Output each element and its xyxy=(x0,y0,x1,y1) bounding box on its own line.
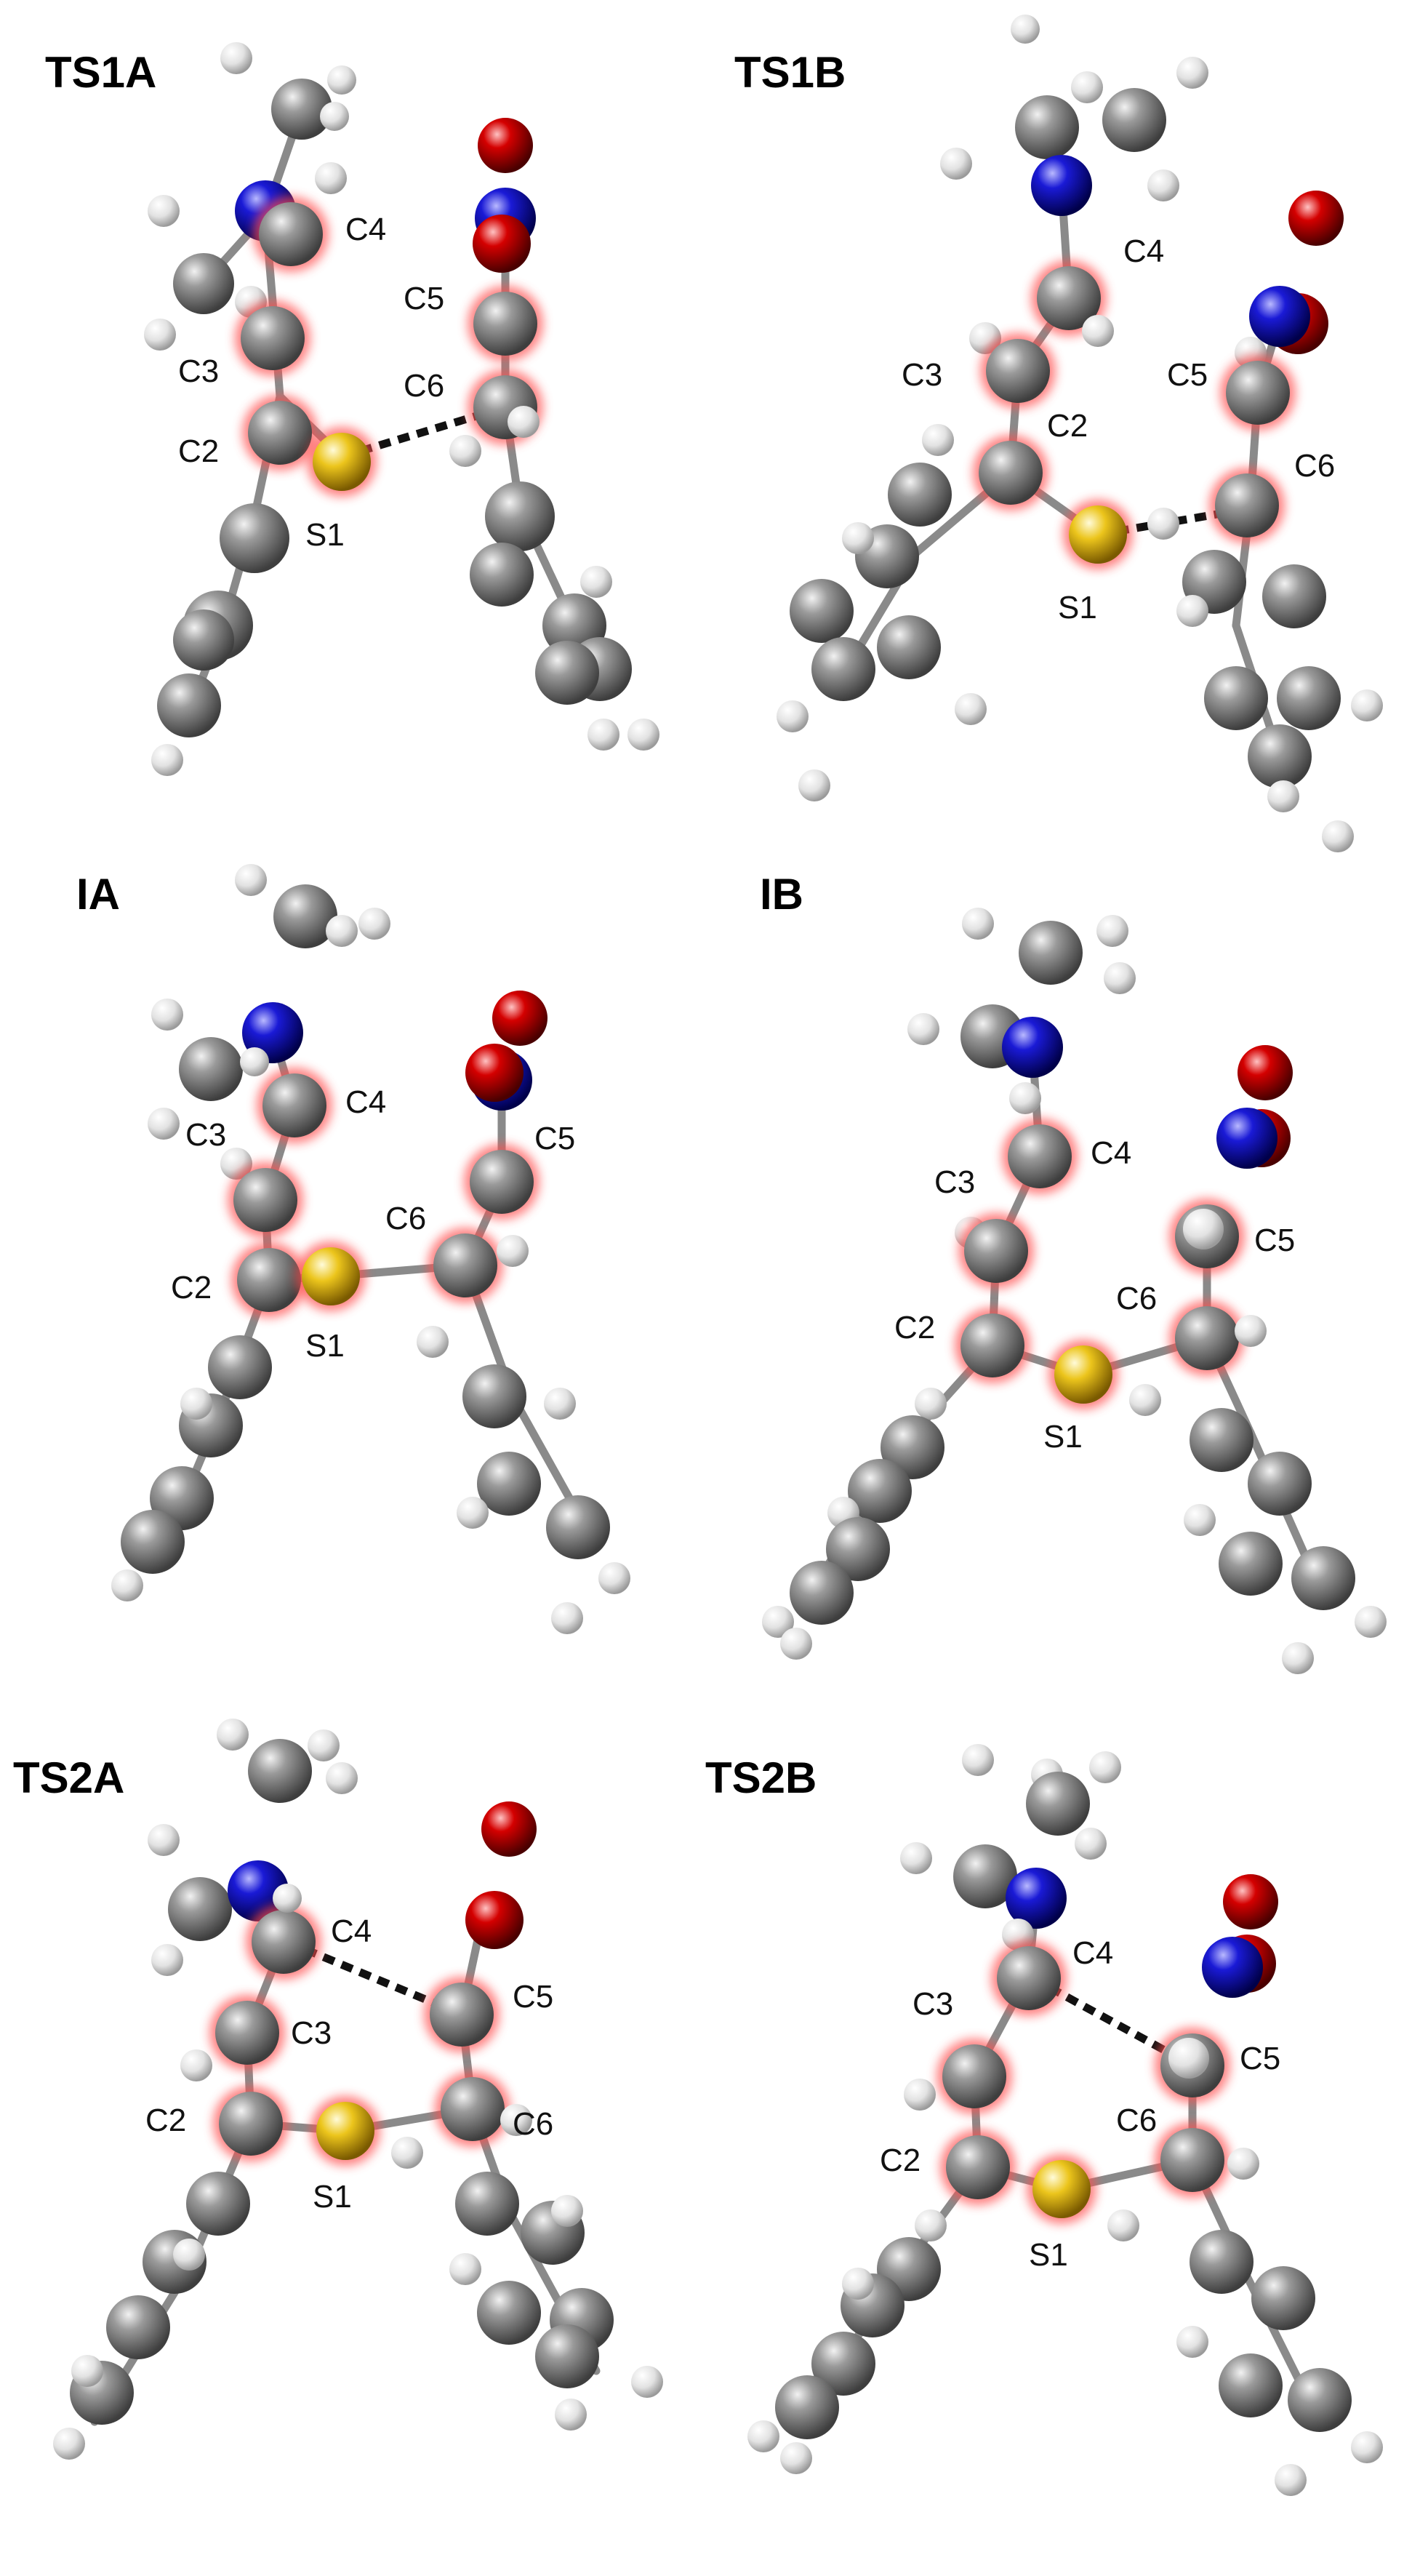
atom-label: C6 xyxy=(513,2106,553,2142)
atom-c4 xyxy=(259,202,323,266)
atom-c5 xyxy=(430,1983,494,2047)
atom-c3 xyxy=(233,1168,297,1232)
atom-label: C4 xyxy=(1091,1135,1131,1171)
atom-c3 xyxy=(241,306,305,370)
panel-title: TS2A xyxy=(13,1753,124,1802)
atom-label: C2 xyxy=(178,433,219,469)
atom-c3 xyxy=(942,2044,1006,2108)
atom-label: C4 xyxy=(345,1084,386,1120)
atom-c2 xyxy=(248,401,312,465)
atom-label: C2 xyxy=(894,1310,935,1345)
atom-label: C3 xyxy=(178,353,219,389)
atom-label: C5 xyxy=(404,281,444,316)
atom-c5 xyxy=(470,1150,534,1214)
atom-label: C6 xyxy=(385,1201,426,1236)
atom-c4 xyxy=(1008,1124,1072,1188)
atom-label: C4 xyxy=(345,212,386,247)
atoms xyxy=(747,1744,1383,2496)
atom-c6 xyxy=(1160,2128,1224,2192)
atom-label: C6 xyxy=(404,368,444,404)
panel-title: IB xyxy=(760,870,803,919)
atom-c4 xyxy=(997,1946,1061,2010)
panel-title: TS2B xyxy=(705,1753,817,1802)
atom-label: C4 xyxy=(331,1913,372,1949)
atom-s1 xyxy=(1054,1345,1112,1404)
atoms xyxy=(762,908,1387,1674)
atom-c2 xyxy=(979,441,1043,505)
atom-label: S1 xyxy=(1029,2237,1068,2273)
panel-ia: IA xyxy=(76,864,630,1634)
atom-label: C2 xyxy=(171,1270,212,1305)
panel-ts2a: TS2A xyxy=(13,1719,663,2460)
atoms xyxy=(144,42,659,776)
panel-title: IA xyxy=(76,870,120,919)
atom-label: C4 xyxy=(1072,1935,1113,1971)
panel-ts1b: TS1B xyxy=(734,15,1383,852)
atom-c2 xyxy=(237,1248,301,1312)
atom-label: C3 xyxy=(185,1117,226,1153)
atom-label: C5 xyxy=(1167,357,1208,393)
atoms xyxy=(111,864,630,1634)
atom-label: S1 xyxy=(1043,1419,1083,1455)
atom-label: C2 xyxy=(880,2143,920,2178)
nitrogen-atom xyxy=(1002,1017,1063,1078)
atom-s1 xyxy=(316,2102,374,2160)
atom-label: S1 xyxy=(305,1328,345,1364)
atom-c4 xyxy=(262,1073,326,1137)
atom-label: S1 xyxy=(313,2179,352,2215)
atom-s1 xyxy=(302,1247,360,1305)
panel-title: TS1A xyxy=(45,48,156,97)
atom-c5 xyxy=(473,292,537,356)
atom-label: C6 xyxy=(1294,448,1335,484)
nitrogen-atom xyxy=(1031,155,1092,216)
atom-s1 xyxy=(1032,2160,1091,2218)
atom-c6 xyxy=(433,1233,497,1297)
atom-c4 xyxy=(252,1910,316,1974)
atom-label: C5 xyxy=(534,1121,575,1156)
atom-label: C4 xyxy=(1123,233,1164,269)
atom-label: S1 xyxy=(1058,590,1097,625)
atom-c4 xyxy=(1037,266,1101,330)
atom-label: C6 xyxy=(1116,1281,1157,1316)
atom-c6 xyxy=(441,2077,505,2141)
atom-c3 xyxy=(964,1219,1028,1283)
panel-ts2b: TS2B xyxy=(705,1744,1383,2496)
atom-label: C2 xyxy=(145,2103,186,2138)
atom-c3 xyxy=(215,2001,279,2065)
atom-label: C3 xyxy=(934,1164,975,1200)
atoms xyxy=(777,15,1383,852)
atom-s1 xyxy=(1069,505,1127,564)
atom-c2 xyxy=(960,1313,1024,1377)
atom-label: C5 xyxy=(513,1979,553,2015)
atom-label: C2 xyxy=(1047,408,1088,444)
atom-label: C3 xyxy=(902,357,942,393)
atom-c6 xyxy=(1215,473,1279,537)
atom-label: C5 xyxy=(1240,2041,1280,2076)
atom-c6 xyxy=(1175,1306,1239,1370)
atom-label: C3 xyxy=(291,2015,332,2051)
atom-c2 xyxy=(946,2135,1010,2199)
panel-ts1a: TS1A xyxy=(45,42,659,776)
atom-label: S1 xyxy=(305,517,345,553)
nitrogen-atom xyxy=(1006,1868,1067,1929)
atoms xyxy=(53,1719,663,2460)
atom-label: C3 xyxy=(912,1986,953,2022)
atom-label: C5 xyxy=(1254,1223,1295,1258)
atom-c2 xyxy=(219,2092,283,2156)
atom-label: C6 xyxy=(1116,2103,1157,2138)
atom-s1 xyxy=(313,433,371,491)
panel-title: TS1B xyxy=(734,48,846,97)
atom-c3 xyxy=(986,339,1050,403)
panel-ib: IB xyxy=(760,870,1387,1674)
atom-c5 xyxy=(1226,361,1290,425)
